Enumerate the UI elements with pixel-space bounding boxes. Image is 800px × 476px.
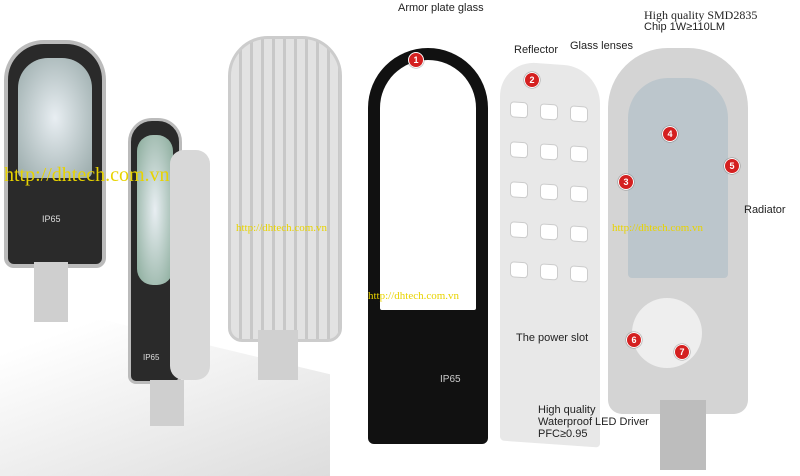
reflector-hole: [570, 265, 588, 283]
lamp-mount: [34, 262, 68, 322]
reflector-hole: [510, 261, 528, 279]
reflector-hole: [540, 223, 558, 241]
label-driver-2: Waterproof LED Driver: [538, 416, 649, 428]
armor-plate-glass: IP65: [368, 48, 488, 444]
label-reflector: Reflector: [514, 44, 559, 56]
label-driver-3: PFC≥0.95: [538, 428, 588, 440]
street-lamp-large: IP65: [4, 40, 106, 268]
ip-badge: IP65: [143, 353, 160, 362]
ip-badge: IP65: [42, 214, 61, 224]
lens-panel: [18, 58, 92, 178]
watermark: http://dhtech.com.vn: [368, 290, 460, 302]
reflector-hole: [570, 225, 588, 243]
label-glass-lenses: Glass lenses: [570, 40, 633, 52]
marker-5: 5: [724, 158, 740, 174]
lamp-mount: [660, 400, 706, 470]
street-lamp-back: [228, 36, 342, 342]
label-driver-1: High quality: [538, 404, 596, 416]
reflector-hole: [510, 221, 528, 239]
lamp-housing: [170, 150, 210, 380]
label-chip: Chip 1W≥110LM: [644, 21, 726, 33]
glass-window: [380, 60, 476, 310]
reflector-hole: [510, 181, 528, 199]
watermark: http://dhtech.com.vn: [236, 222, 328, 234]
reflector-hole: [570, 105, 588, 123]
reflector-hole: [540, 103, 558, 121]
reflector-plate: [500, 60, 600, 448]
lens-panel: [137, 135, 173, 285]
led-board: [628, 78, 728, 278]
marker-3: 3: [618, 174, 634, 190]
reflector-hole: [510, 101, 528, 119]
marker-1: 1: [408, 52, 424, 68]
marker-4: 4: [662, 126, 678, 142]
reflector-hole: [540, 183, 558, 201]
marker-6: 6: [626, 332, 642, 348]
watermark: http://dhtech.com.vn: [612, 222, 704, 234]
lamp-mount: [150, 380, 184, 426]
power-driver: [632, 298, 702, 368]
label-power-slot: The power slot: [516, 332, 589, 344]
reflector-hole: [540, 143, 558, 161]
reflector-hole: [570, 185, 588, 203]
reflector-hole: [540, 263, 558, 281]
lamp-mount: [258, 330, 298, 380]
label-radiator: Radiator: [744, 204, 786, 216]
label-smd: High quality SMD2835: [644, 8, 758, 22]
ip-badge: IP65: [440, 374, 461, 385]
label-armor-plate-glass: Armor plate glass: [398, 2, 484, 14]
reflector-hole: [570, 145, 588, 163]
watermark: http://dhtech.com.vn: [4, 164, 170, 186]
marker-2: 2: [524, 72, 540, 88]
reflector-hole: [510, 141, 528, 159]
marker-7: 7: [674, 344, 690, 360]
